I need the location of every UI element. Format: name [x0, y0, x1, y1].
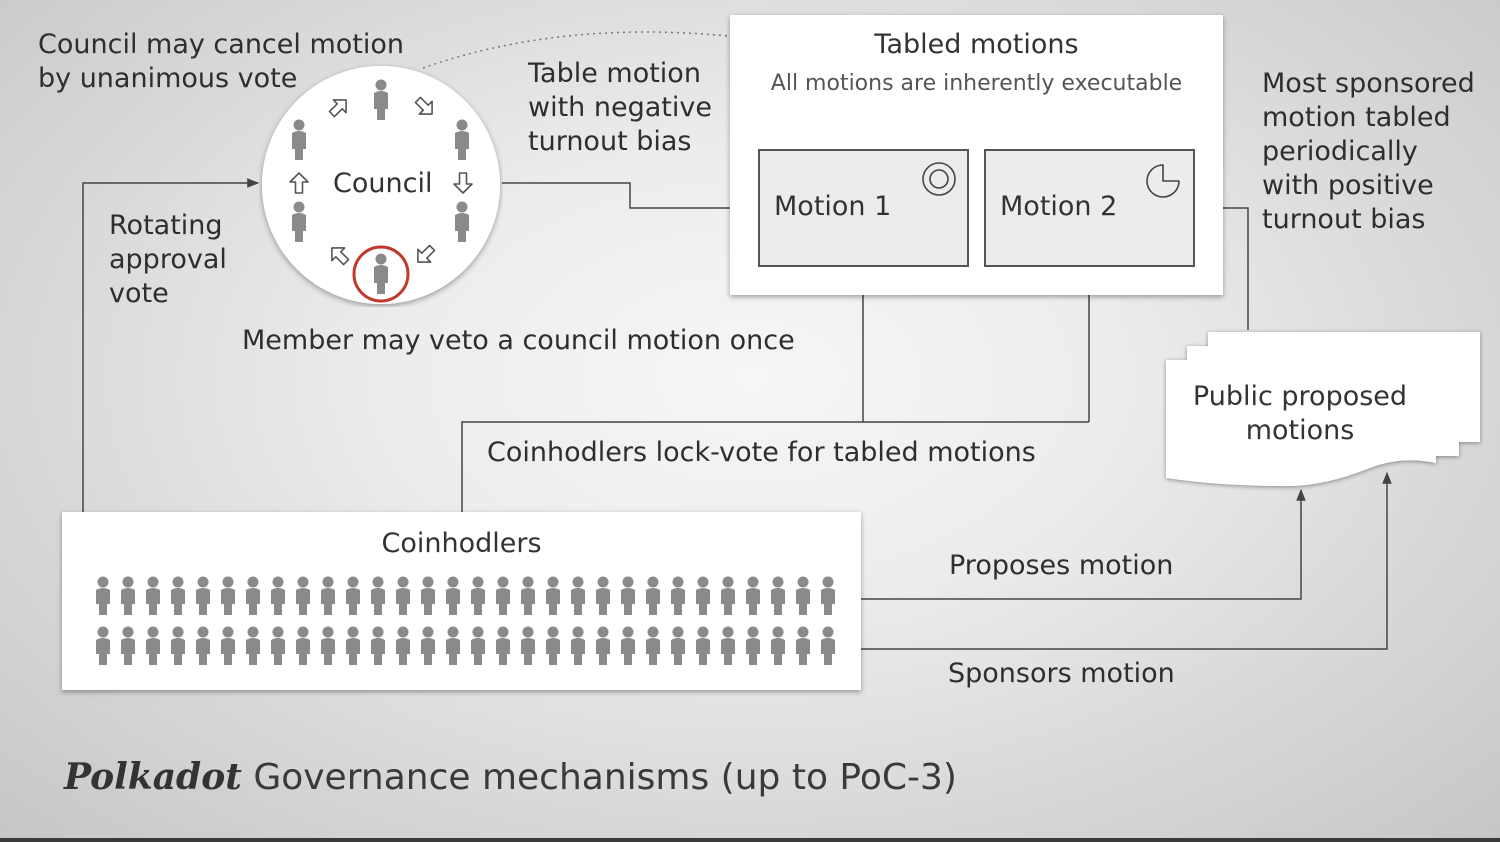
coinholder-icon [296, 576, 310, 615]
coinholder-icon [596, 626, 610, 665]
polkadot-brand: Polkadot [64, 756, 242, 798]
lock-vote-line [461, 421, 1089, 512]
public-proposals-stack [1166, 332, 1480, 487]
lock-vote-note: Coinhodlers lock-vote for tabled motions [487, 437, 1036, 468]
concentric-circle-icon [922, 162, 956, 196]
coinholder-icon [571, 576, 585, 615]
coinholder-icon [371, 626, 385, 665]
coinholder-icon [396, 576, 410, 615]
public-proposals-label: Public proposed motions [1192, 381, 1408, 446]
sponsors-arrow [840, 471, 1392, 650]
coinholder-icon [646, 626, 660, 665]
coinholder-icon [671, 626, 685, 665]
council-circle: Council [262, 66, 500, 304]
table-negative-arrow [502, 182, 759, 213]
coinholder-icon [321, 626, 335, 665]
coinholders-title: Coinhodlers [381, 528, 542, 559]
council-label: Council [333, 168, 432, 199]
coinholder-icon [121, 626, 135, 665]
coinholder-icon [796, 626, 810, 665]
coinholder-icon [821, 626, 835, 665]
coinholder-icon [421, 576, 435, 615]
coinholder-icon [371, 576, 385, 615]
coinholder-icon [246, 626, 260, 665]
coinholder-icon [521, 576, 535, 615]
coinholder-icon [396, 626, 410, 665]
coinholder-icon [421, 626, 435, 665]
coinholder-icon [821, 576, 835, 615]
proposes-arrow [840, 488, 1306, 600]
coinholder-icon [546, 626, 560, 665]
dotted-link [422, 31, 729, 69]
coinholder-icon [121, 576, 135, 615]
veto-ring [352, 245, 410, 303]
motion-1-label: Motion 1 [774, 191, 892, 222]
coinholder-icon [496, 626, 510, 665]
coinholder-icon [471, 626, 485, 665]
coinholder-icon [346, 576, 360, 615]
coinholder-icon [621, 576, 635, 615]
coinholder-icon [721, 626, 735, 665]
coinholder-icon [171, 576, 185, 615]
slide-title-text: Governance mechanisms (up to PoC-3) [253, 757, 957, 798]
tabled-motions-box: Tabled motions All motions are inherentl… [730, 15, 1223, 295]
proposes-note: Proposes motion [949, 550, 1174, 581]
coinholder-icon [146, 626, 160, 665]
coinholder-icon [546, 576, 560, 615]
coinholder-icon [446, 626, 460, 665]
coinholder-icon [196, 576, 210, 615]
council-cancel-note: Council may cancel motion by unanimous v… [38, 29, 405, 94]
member-veto-note: Member may veto a council motion once [242, 325, 795, 356]
pie-clock-icon [1146, 164, 1180, 198]
motion-1-card[interactable]: Motion 1 [758, 149, 969, 267]
coinholder-icon [771, 576, 785, 615]
coinholder-icon [796, 576, 810, 615]
most-sponsored-note: Most sponsored motion tabled periodicall… [1262, 68, 1475, 235]
coinholder-icon [246, 576, 260, 615]
coinholder-icon [446, 576, 460, 615]
motion-2-label: Motion 2 [1000, 191, 1118, 222]
coinholder-icon [321, 576, 335, 615]
coinholder-icon [271, 626, 285, 665]
coinholder-icon [746, 576, 760, 615]
coinholders-crowd [96, 576, 835, 665]
coinholder-icon [496, 576, 510, 615]
coinholder-icon [346, 626, 360, 665]
coinholder-icon [696, 576, 710, 615]
coinholder-icon [771, 626, 785, 665]
coinholder-icon [196, 626, 210, 665]
coinholder-icon [746, 626, 760, 665]
table-negative-note: Table motion with negative turnout bias [528, 58, 712, 157]
coinholder-icon [646, 576, 660, 615]
coinholder-icon [296, 626, 310, 665]
sponsors-note: Sponsors motion [948, 658, 1175, 689]
coinholder-icon [271, 576, 285, 615]
rotating-vote-arrow [82, 178, 260, 512]
bottom-bar [0, 838, 1500, 842]
rotating-vote-note: Rotating approval vote [109, 210, 227, 309]
tabled-motions-subtitle: All motions are inherently executable [770, 71, 1183, 96]
slide-title: Polkadot Governance mechanisms (up to Po… [64, 756, 957, 798]
coinholder-icon [221, 576, 235, 615]
coinholder-icon [471, 576, 485, 615]
tabled-motions-title: Tabled motions [874, 29, 1079, 60]
coinholder-icon [621, 626, 635, 665]
coinholders-box: Coinhodlers [62, 512, 861, 690]
coinholder-icon [671, 576, 685, 615]
coinholder-icon [221, 626, 235, 665]
coinholder-icon [571, 626, 585, 665]
coinholder-icon [521, 626, 535, 665]
coinholder-icon [96, 626, 110, 665]
coinholder-icon [596, 576, 610, 615]
coinholder-icon [696, 626, 710, 665]
coinholder-icon [171, 626, 185, 665]
coinholder-icon [721, 576, 735, 615]
coinholder-icon [96, 576, 110, 615]
motion-2-card[interactable]: Motion 2 [984, 149, 1195, 267]
coinholder-icon [146, 576, 160, 615]
